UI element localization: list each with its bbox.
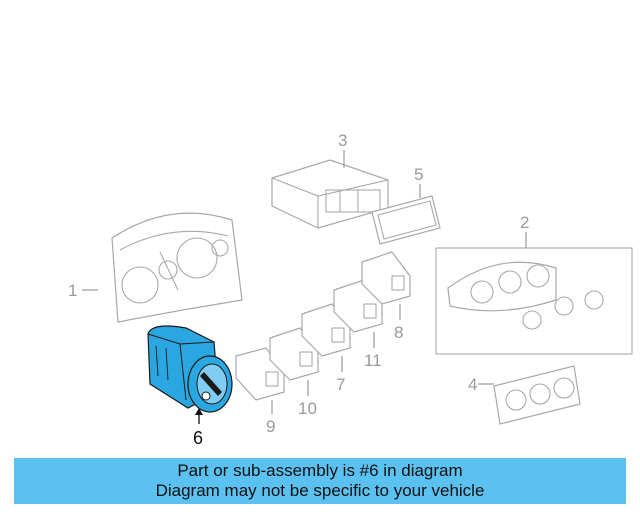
part-3-control-unit[interactable] xyxy=(271,159,389,229)
part-8-switch[interactable] xyxy=(361,251,411,305)
callout-3: 3 xyxy=(338,131,347,150)
callout-1: 1 xyxy=(68,281,77,300)
callout-8: 8 xyxy=(394,323,403,342)
banner-line-2: Diagram may not be specific to your vehi… xyxy=(155,481,485,500)
part-6-headlight-switch[interactable] xyxy=(147,325,233,413)
callout-4: 4 xyxy=(468,375,477,394)
part-10-switch[interactable] xyxy=(269,327,319,381)
callout-9: 9 xyxy=(266,417,275,436)
part-4-faceplate[interactable] xyxy=(493,365,581,425)
part-5-bezel[interactable] xyxy=(371,195,441,245)
part-7-switch[interactable] xyxy=(301,303,351,357)
callout-7: 7 xyxy=(336,375,345,394)
info-banner: Part or sub-assembly is #6 in diagram Di… xyxy=(14,458,626,504)
callout-5: 5 xyxy=(414,165,423,184)
callout-11: 11 xyxy=(364,351,382,370)
part-2-climate-control[interactable] xyxy=(435,247,633,355)
part-1-instrument-cluster[interactable] xyxy=(111,212,243,323)
callout-6: 6 xyxy=(193,428,203,448)
banner-line-1: Part or sub-assembly is #6 in diagram xyxy=(177,461,463,480)
callout-2: 2 xyxy=(520,213,529,232)
callout-10: 10 xyxy=(298,399,317,418)
